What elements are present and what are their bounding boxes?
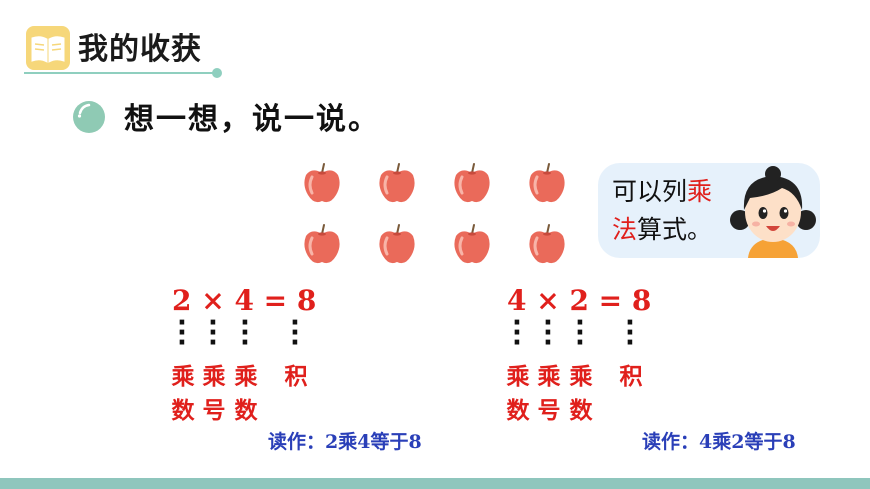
left-dots-0: ··· bbox=[177, 308, 187, 358]
right-label-1-1: 号 bbox=[537, 397, 561, 424]
apple-icon bbox=[379, 163, 415, 203]
apple-icon bbox=[304, 163, 340, 203]
apple-icon bbox=[529, 224, 565, 264]
section-title: 想一想，说一说。 bbox=[124, 102, 380, 137]
right-label-2-1: 数 bbox=[569, 397, 593, 424]
open-book-icon bbox=[26, 26, 70, 70]
left-label-1-1: 号 bbox=[202, 397, 226, 424]
right-label-2-0: 乘 bbox=[569, 363, 593, 390]
left-label-2-1: 数 bbox=[234, 397, 258, 424]
left-label-0-0: 乘 bbox=[171, 363, 195, 390]
right-dots-1: ··· bbox=[543, 308, 553, 358]
green-circle-bullet-icon bbox=[73, 101, 105, 133]
right-dots-3: ··· bbox=[625, 308, 635, 358]
speech-bubble-text: 可以列乘法算式。 bbox=[612, 173, 730, 249]
apple-icon bbox=[379, 224, 415, 264]
left-dots-2: ··· bbox=[240, 308, 250, 358]
bubble-highlight-2: 法 bbox=[612, 215, 638, 244]
right-label-0-0: 乘 bbox=[506, 363, 530, 390]
reading-left: 读作：2乘4等于8 bbox=[268, 431, 422, 453]
apple-icon bbox=[529, 163, 565, 203]
left-dots-3: ··· bbox=[290, 308, 300, 358]
bubble-text-part2: 算式。 bbox=[637, 215, 713, 244]
right-label-0-1: 数 bbox=[506, 397, 530, 424]
right-label-3-0: 积 bbox=[619, 363, 643, 390]
right-label-1-0: 乘 bbox=[537, 363, 561, 390]
left-label-1-0: 乘 bbox=[202, 363, 226, 390]
right-dots-2: ··· bbox=[575, 308, 585, 358]
apple-icon bbox=[304, 224, 340, 264]
left-label-2-0: 乘 bbox=[234, 363, 258, 390]
right-dots-0: ··· bbox=[512, 308, 522, 358]
apple-icon bbox=[454, 163, 490, 203]
left-label-3-0: 积 bbox=[284, 363, 308, 390]
girl-avatar bbox=[730, 166, 816, 258]
footer-bar bbox=[0, 478, 870, 489]
page-title: 我的收获 bbox=[78, 32, 202, 67]
equation-right: 4 × 2 = 8 bbox=[507, 284, 652, 317]
equation-left: 2 × 4 = 8 bbox=[172, 284, 317, 317]
reading-right: 读作：4乘2等于8 bbox=[642, 431, 796, 453]
header-underline bbox=[24, 72, 214, 74]
bubble-highlight-1: 乘 bbox=[687, 177, 713, 206]
apple-icon bbox=[454, 224, 490, 264]
left-label-0-1: 数 bbox=[171, 397, 195, 424]
bubble-text-part1: 可以列 bbox=[612, 177, 688, 206]
left-dots-1: ··· bbox=[208, 308, 218, 358]
header-underline-dot bbox=[212, 68, 222, 78]
